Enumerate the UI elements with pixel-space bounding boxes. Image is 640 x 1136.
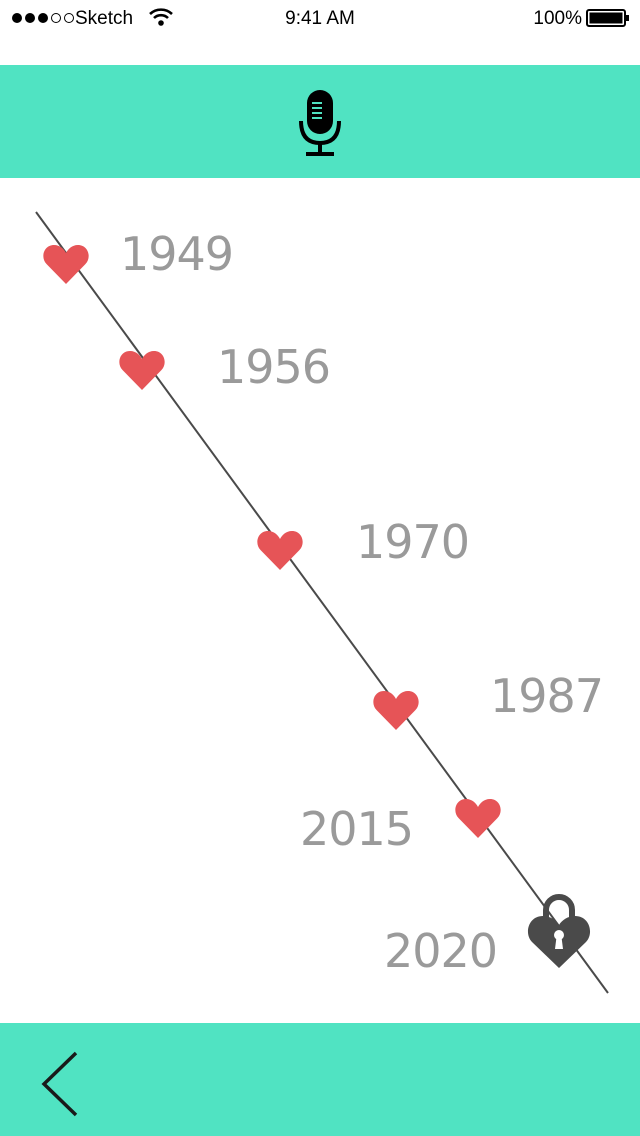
wifi-icon: [149, 8, 173, 26]
microphone-button[interactable]: [295, 85, 345, 161]
year-label: 1956: [217, 340, 331, 394]
chevron-left-icon: [41, 1051, 78, 1117]
signal-strength-icon: [12, 13, 74, 23]
heart-icon[interactable]: [118, 348, 166, 392]
timeline-line: [35, 211, 609, 994]
status-bar: Sketch 9:41 AM 100%: [0, 0, 640, 40]
battery-percentage: 100%: [533, 8, 582, 29]
year-label: 1949: [120, 227, 234, 281]
timeline: 1949 1956 1970 1987 2015 2020: [0, 178, 640, 1023]
microphone-icon: [299, 90, 341, 156]
heart-icon[interactable]: [454, 796, 502, 840]
header-bar: [0, 65, 640, 178]
carrier-name: Sketch: [75, 8, 134, 29]
heart-icon[interactable]: [372, 688, 420, 732]
year-label: 1987: [490, 669, 604, 723]
heart-icon[interactable]: [256, 528, 304, 572]
status-time: 9:41 AM: [285, 8, 355, 29]
footer-bar: [0, 1023, 640, 1136]
heart-lock-icon[interactable]: [527, 890, 591, 968]
heart-icon[interactable]: [42, 242, 90, 286]
back-button[interactable]: [36, 1049, 86, 1119]
year-label: 2020: [384, 924, 498, 978]
year-label: 2015: [300, 802, 414, 856]
battery-icon: [586, 9, 629, 27]
year-label: 1970: [356, 515, 470, 569]
